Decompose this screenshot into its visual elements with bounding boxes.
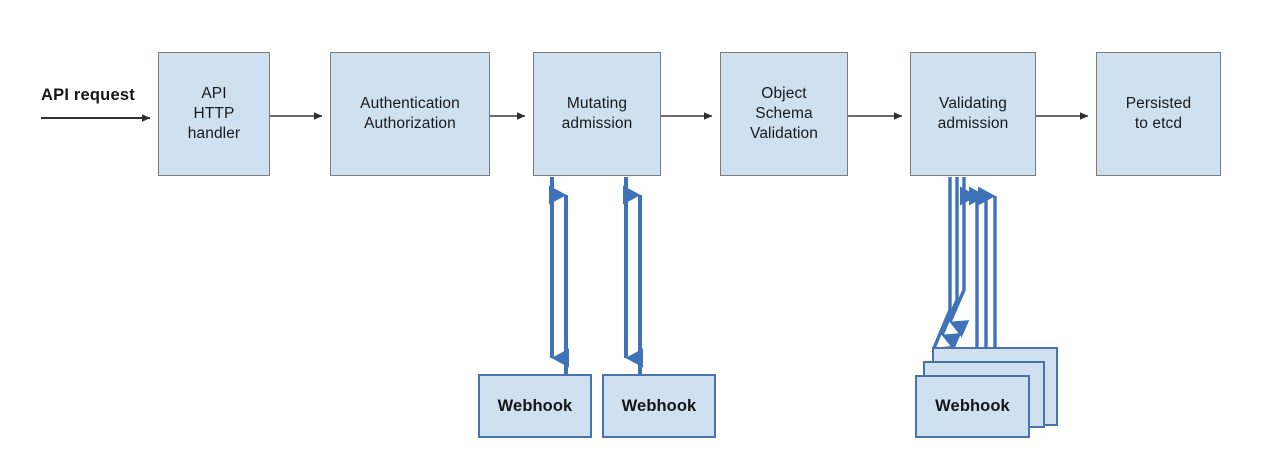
webhook-box-mutating-2[interactable]: Webhook xyxy=(602,374,716,438)
validating-webhook-call-arrow-3 xyxy=(948,177,970,338)
stage-box-api-http-handler[interactable]: API HTTP handler xyxy=(158,52,270,176)
stage-label-api-http-handler: API HTTP handler xyxy=(187,85,241,142)
entry-label-api-request: API request xyxy=(41,86,135,104)
validating-webhook-call-arrow-1 xyxy=(932,177,954,364)
webhook-label-validating: Webhook xyxy=(935,397,1010,415)
stage-label-mutating-admission: Mutating admission xyxy=(561,95,633,132)
stage-box-validating-admission[interactable]: Validating admission xyxy=(910,52,1036,176)
webhook-label-mutating-1: Webhook xyxy=(497,396,573,415)
webhook-box-validating-front[interactable]: Webhook xyxy=(915,375,1030,438)
stage-label-persisted-to-etcd: Persisted to etcd xyxy=(1125,95,1192,132)
stage-box-mutating-admission[interactable]: Mutating admission xyxy=(533,52,661,176)
stage-box-object-schema-validation[interactable]: Object Schema Validation xyxy=(720,52,848,176)
stage-box-persisted-to-etcd[interactable]: Persisted to etcd xyxy=(1096,52,1221,176)
stage-label-validating-admission: Validating admission xyxy=(937,95,1009,132)
stage-label-authn-authz: Authentication Authorization xyxy=(360,95,460,132)
stage-label-object-schema-validation: Object Schema Validation xyxy=(750,85,818,142)
stage-box-authn-authz[interactable]: Authentication Authorization xyxy=(330,52,490,176)
webhook-label-mutating-2: Webhook xyxy=(621,396,697,415)
webhook-box-mutating-1[interactable]: Webhook xyxy=(478,374,592,438)
validating-webhook-call-arrow-2 xyxy=(940,177,962,351)
